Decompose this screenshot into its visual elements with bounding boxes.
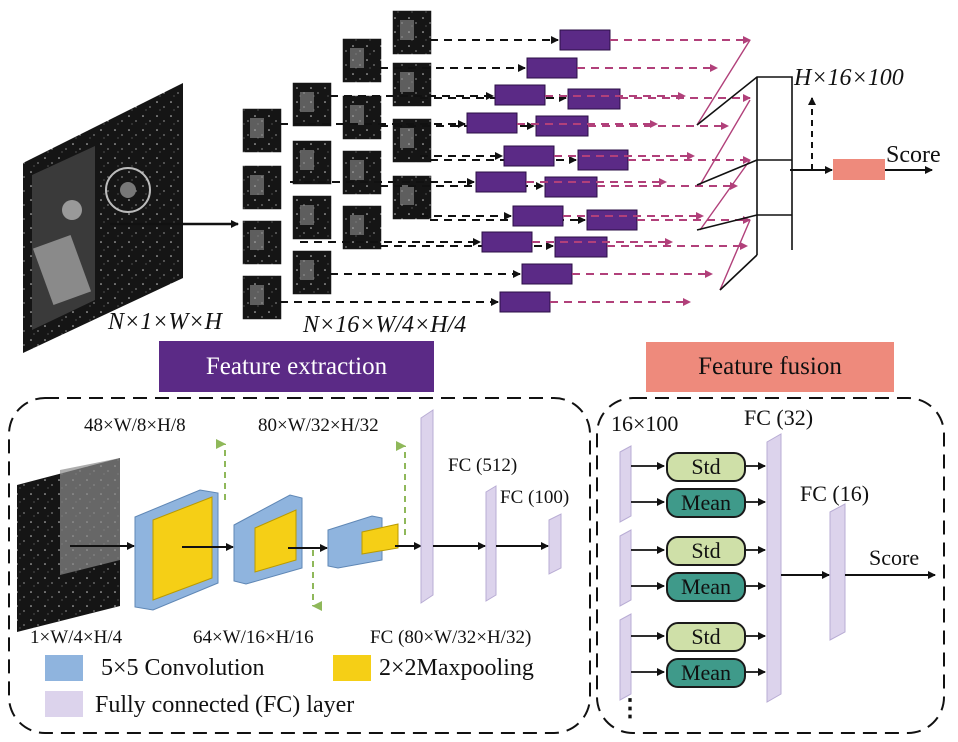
conv-block-2 [233, 494, 303, 585]
fc100-label: FC (100) [500, 487, 570, 508]
fc-bars-extraction [420, 409, 562, 604]
feature-block [535, 115, 589, 137]
input-image [23, 83, 183, 353]
fusion-ellipsis: ⋮ [618, 696, 642, 722]
patch-detail [300, 92, 314, 112]
feature-extraction-banner: Feature extraction [159, 341, 434, 392]
patch-dims-text: N×16×W/4×H/4 [303, 312, 467, 338]
conv-block-3 [327, 515, 399, 569]
legend-pool-label: 2×2Maxpooling [379, 655, 534, 681]
std-block-1: Std [666, 452, 746, 482]
green-dashed-arrows [216, 439, 406, 611]
feature-block [512, 205, 564, 227]
legend-conv-swatch [45, 655, 83, 681]
fc512-label: FC (512) [448, 455, 518, 476]
fc-bars-fusion [766, 433, 846, 703]
fusion-input-bars [619, 445, 632, 701]
feature-group-line [699, 99, 751, 186]
mean-block-3: Mean [666, 658, 746, 688]
feature-block [526, 57, 578, 79]
feature-group-line [719, 219, 751, 291]
fc16-label: FC (16) [800, 481, 870, 506]
feature-blocks [466, 29, 638, 313]
patch-detail [250, 230, 264, 250]
patch-detail [250, 118, 264, 138]
std-block-3: Std [666, 622, 746, 652]
feature-group-line [696, 39, 751, 126]
feature-block [544, 176, 598, 198]
feature-block [466, 112, 518, 134]
feature-fusion-banner: Feature fusion [646, 342, 894, 392]
patch-detail [250, 285, 264, 305]
legend-conv-label: 5×5 Convolution [101, 655, 265, 681]
fusion-dims-label: H×16×100 [794, 66, 904, 90]
patch-detail [350, 105, 364, 125]
patch-detail [400, 20, 414, 40]
fc-input-dims-label: FC (80×W/32×H/32) [370, 627, 532, 648]
extraction-panel [8, 397, 591, 734]
feature-block [499, 291, 551, 313]
fusion-dims-text: H×16×100 [794, 65, 904, 91]
fusion-input-dims-label: 16×100 [611, 411, 679, 436]
feature-block [586, 209, 638, 231]
fusion-stat-arrows [631, 462, 766, 676]
mean-block-1: Mean [666, 488, 746, 518]
feature-block [554, 236, 608, 258]
fc32-label: FC (32) [744, 405, 814, 430]
fusion-connector [696, 76, 793, 291]
mean-block-2: Mean [666, 572, 746, 602]
pool3-dims-label: 80×W/32×H/32 [258, 415, 379, 436]
patch-detail [250, 175, 264, 195]
feature-arrows [517, 36, 751, 306]
patch-detail [400, 185, 414, 205]
pool1-dims-label: 48×W/8×H/8 [84, 415, 186, 436]
cnn-input-dims-label: 1×W/4×H/4 [30, 627, 123, 648]
feature-block [577, 149, 629, 171]
patch-detail [300, 205, 314, 225]
feature-block [494, 84, 546, 106]
feature-block [481, 231, 533, 253]
input-dims-label: N×1×W×H [108, 310, 222, 334]
patch-detail [350, 215, 364, 235]
feature-block [475, 171, 527, 193]
feature-block [503, 145, 555, 167]
score-block [833, 159, 885, 180]
feature-block [521, 263, 573, 285]
legend-fc-swatch [45, 691, 83, 717]
std-block-2: Std [666, 536, 746, 566]
patch-detail [400, 128, 414, 148]
patch-detail [300, 260, 314, 280]
feature-block [559, 29, 611, 51]
patch-dims-label: N×16×W/4×H/4 [303, 313, 466, 337]
legend-pool-swatch [333, 655, 371, 681]
feature-group-line [699, 159, 751, 231]
feature-block [567, 88, 621, 110]
legend-fc-label: Fully connected (FC) layer [95, 692, 355, 718]
patch-detail [350, 48, 364, 68]
conv-block-1 [134, 489, 219, 611]
patch-detail [350, 160, 364, 180]
patch-detail [300, 150, 314, 170]
input-dims-text: N×1×W×H [108, 309, 222, 335]
fusion-score-label: Score [869, 545, 920, 570]
pool2-dims-label: 64×W/16×H/16 [193, 627, 314, 648]
fusion-panel [596, 397, 945, 734]
patch-detail [400, 72, 414, 92]
score-label-top: Score [886, 142, 941, 168]
